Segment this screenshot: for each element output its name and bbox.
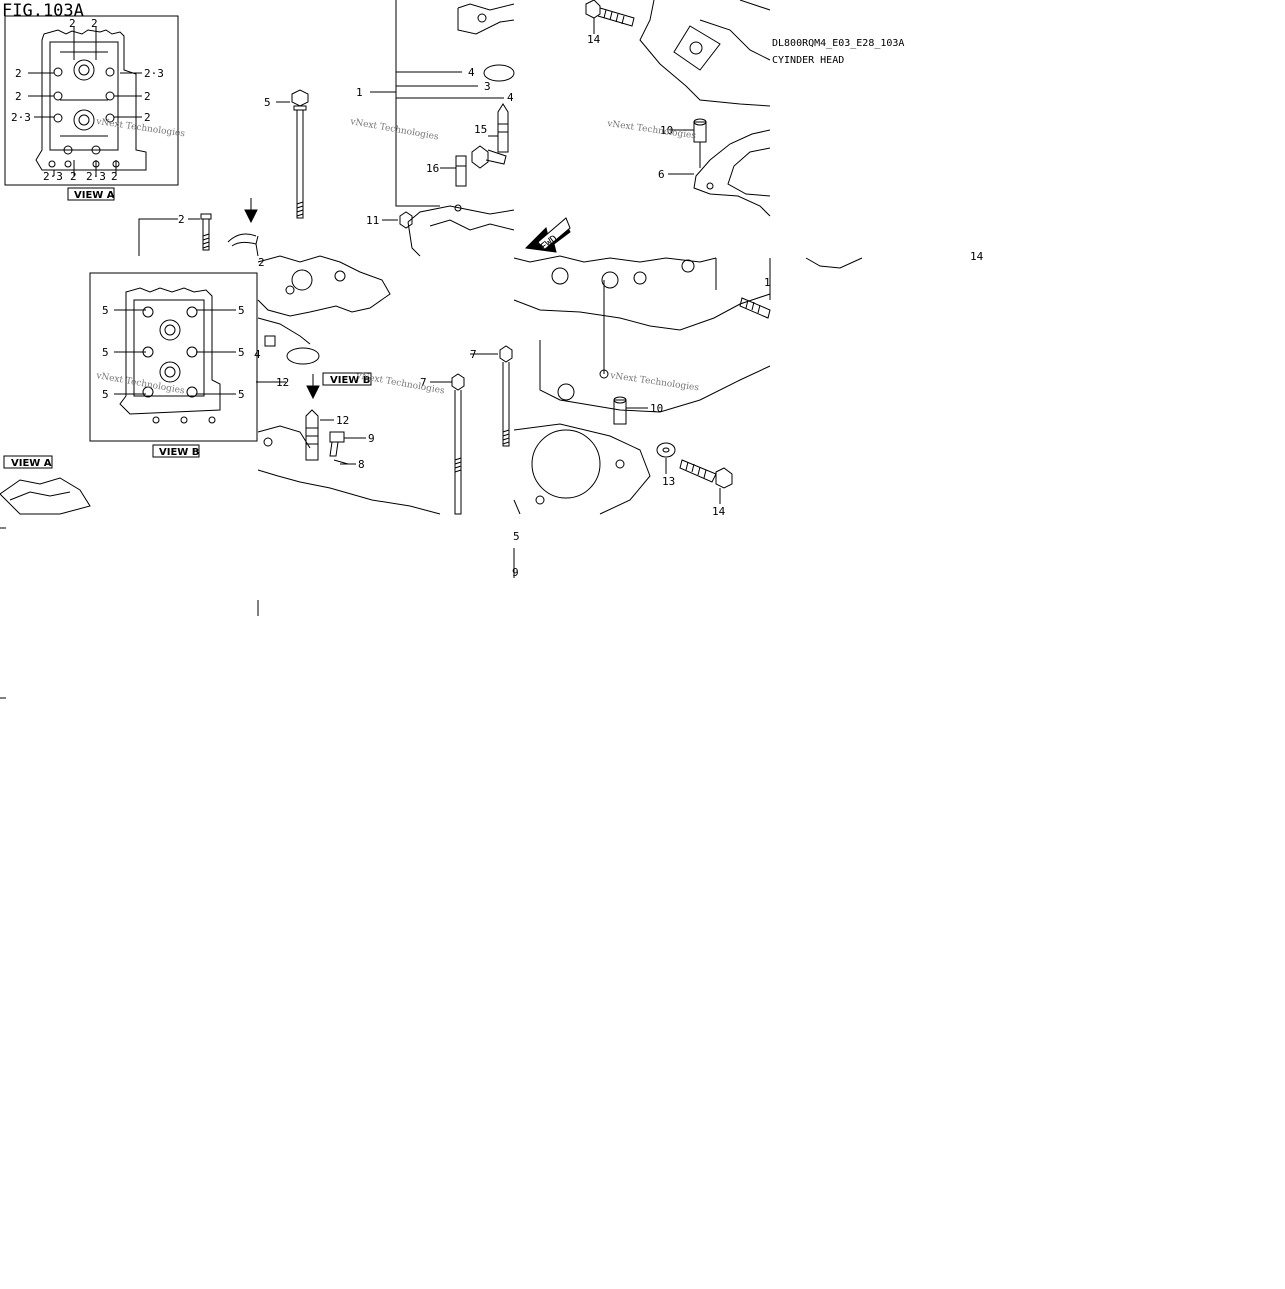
callout-4c: 4	[254, 348, 261, 361]
bolt-14-lower-icon	[679, 459, 733, 489]
callout-14b: 14	[712, 505, 726, 518]
callout-7: 7	[470, 348, 477, 361]
view-a-callout: 2	[69, 17, 76, 30]
callout-9b: 9	[512, 566, 519, 579]
view-a-callout: 2	[70, 170, 77, 183]
view-a-inset	[4, 15, 179, 186]
view-b-ref-label: VIEW B	[330, 375, 370, 386]
view-b-callout: 5	[238, 388, 245, 401]
callout-10b: 10	[650, 402, 663, 415]
callout-8: 8	[358, 458, 365, 471]
callout-14: 14	[587, 33, 601, 46]
long-bolt-5-icon	[291, 89, 309, 219]
view-a-callout: 2	[111, 170, 118, 183]
callout-14c: 14	[970, 250, 984, 263]
watermarks: vNext Technologies vNext Technologies vN…	[94, 117, 699, 397]
view-a-callout: 2	[144, 111, 151, 124]
svg-text:vNext Technologies: vNext Technologies	[348, 117, 439, 143]
view-a-callout: 2·3	[11, 111, 31, 124]
bolt-14-right-icon	[739, 297, 771, 319]
view-b-callout: 5	[238, 304, 245, 317]
callout-2: 2	[178, 213, 185, 226]
callout-9: 9	[368, 432, 375, 445]
callout-1b: 1	[764, 276, 771, 289]
view-b-callout: 5	[102, 346, 109, 359]
view-a-callout: 2	[91, 17, 98, 30]
view-a-callout: 2·3	[43, 170, 63, 183]
callout-4b: 4	[507, 91, 514, 104]
svg-text:vNext Technologies: vNext Technologies	[606, 119, 697, 142]
bolt-9-icon	[329, 431, 345, 457]
long-bolt-7-icon	[499, 345, 513, 447]
callout-10: 10	[660, 124, 673, 137]
view-b-label: VIEW B	[159, 447, 199, 458]
callout-12: 12	[276, 376, 289, 389]
callout-6: 6	[658, 168, 665, 181]
spark-plug-15-icon	[497, 103, 509, 153]
view-a-callout: 2·3	[144, 67, 164, 80]
bolt-15-icon	[471, 145, 507, 169]
bolt-14-upper-icon	[585, 0, 635, 27]
callout-1: 1	[356, 86, 363, 99]
view-b-callout: 5	[238, 346, 245, 359]
bolt-2-icon	[200, 213, 212, 251]
callout-4: 4	[468, 66, 475, 79]
figure-name: CYINDER HEAD	[772, 55, 844, 66]
view-b-inset	[89, 272, 258, 442]
callout-13: 13	[662, 475, 675, 488]
view-b-callout: 5	[102, 388, 109, 401]
svg-text:vNext Technologies: vNext Technologies	[609, 371, 700, 394]
callout-11: 11	[366, 214, 379, 227]
svg-text:vNext Technologies: vNext Technologies	[95, 117, 186, 140]
callout-5b: 5	[513, 530, 520, 543]
view-b-callout: 5	[102, 304, 109, 317]
callout-2b: 2	[258, 256, 265, 269]
figure-code: DL800RQM4_E03_E28_103A	[772, 38, 904, 49]
callout-7b: 7	[420, 376, 427, 389]
fwd-arrow-icon	[524, 217, 571, 253]
callout-16: 16	[426, 162, 439, 175]
callout-12b: 12	[336, 414, 349, 427]
view-a-callout: 2	[15, 90, 22, 103]
view-a-callout: 2	[15, 67, 22, 80]
callout-5: 5	[264, 96, 271, 109]
spark-plug-icon	[305, 409, 319, 461]
long-bolt-7b-icon	[451, 373, 465, 515]
view-a-label: VIEW A	[74, 190, 115, 201]
view-a-callout: 2	[144, 90, 151, 103]
view-a-ref-label: VIEW A	[11, 458, 52, 469]
callout-15: 15	[474, 123, 487, 136]
callout-3: 3	[484, 80, 491, 93]
view-a-callout: 2·3	[86, 170, 106, 183]
